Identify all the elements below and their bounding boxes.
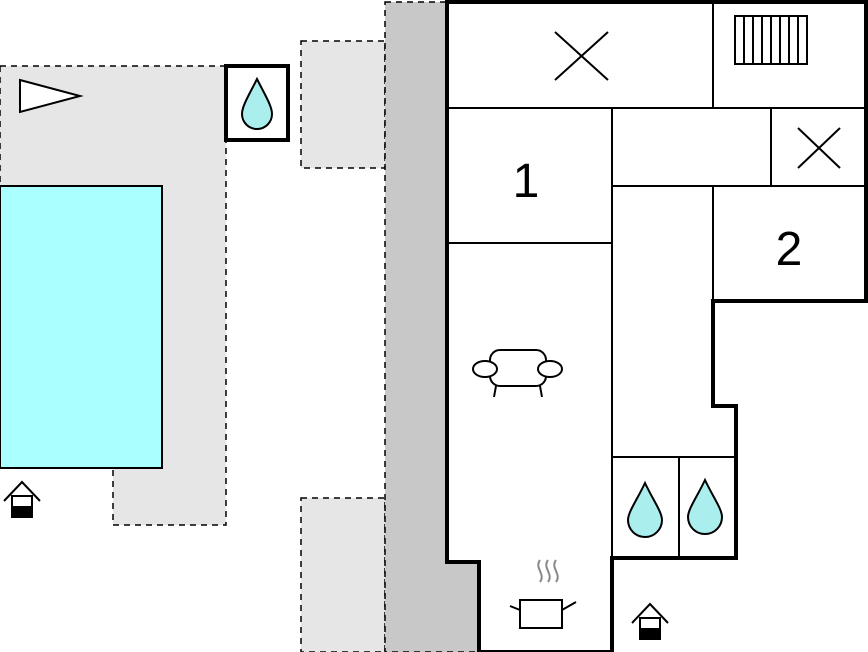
closed-room-icon (797, 127, 841, 169)
terrace-upper (300, 40, 386, 169)
interior-walls (447, 2, 866, 558)
bedroom-2-label: 2 (776, 223, 803, 276)
entrance-icon (3, 480, 41, 518)
flag-icon (19, 78, 84, 114)
bathroom-shower-icon (686, 477, 724, 535)
closed-room-icon (554, 31, 609, 81)
pool-shower-icon (240, 76, 274, 130)
terrace-lower (300, 497, 386, 652)
swimming-pool (0, 185, 163, 469)
house-outline (445, 0, 868, 652)
bathroom-shower-icon (626, 480, 664, 538)
bedroom-1-label: 1 (513, 155, 540, 208)
sofa-icon (472, 349, 563, 398)
cooking-pot-icon (509, 559, 577, 629)
house (447, 2, 866, 652)
entrance-icon (631, 602, 669, 640)
radiator-icon (734, 15, 808, 65)
